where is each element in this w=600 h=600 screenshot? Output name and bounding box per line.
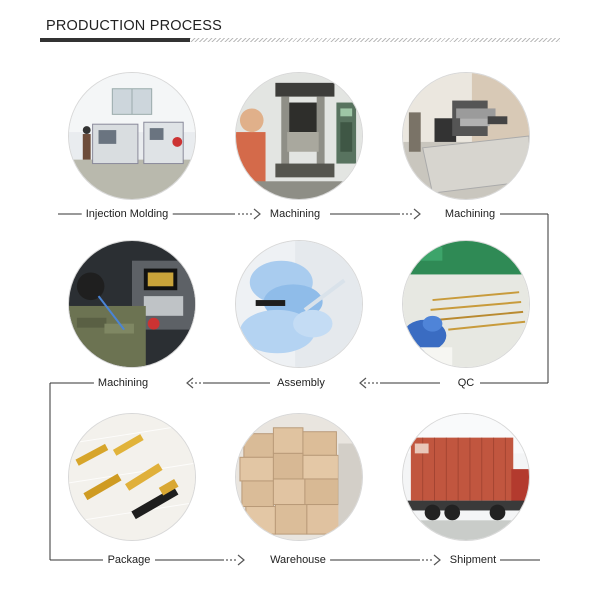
step-label-package: Package — [103, 554, 155, 566]
quality-inspection-photo — [402, 240, 530, 368]
carton-boxes-photo — [235, 413, 363, 541]
header-underline-bar — [40, 38, 190, 42]
step-label-machining-3: Machining — [93, 377, 153, 389]
step-label-warehouse: Warehouse — [266, 554, 330, 566]
step-label-machining-2: Machining — [440, 208, 500, 220]
arrow-right-icon — [413, 208, 421, 220]
step-label-qc: QC — [453, 377, 479, 389]
gloved-assembly-photo — [235, 240, 363, 368]
arrow-right-icon — [253, 208, 261, 220]
step-label-assembly: Assembly — [273, 377, 329, 389]
page-title: PRODUCTION PROCESS — [46, 18, 223, 34]
container-truck-photo — [402, 413, 530, 541]
arrow-right-icon — [433, 554, 441, 566]
cnc-operator-photo — [68, 240, 196, 368]
gold-parts-package-photo — [68, 413, 196, 541]
step-label-machining-1: Machining — [265, 208, 325, 220]
section-header: PRODUCTION PROCESS — [40, 18, 560, 48]
step-label-shipment: Shipment — [445, 554, 501, 566]
header-striped-rule — [190, 38, 560, 42]
factory-floor-photo — [68, 72, 196, 200]
step-label-injection-molding: Injection Molding — [81, 208, 173, 220]
arrow-right-icon — [237, 554, 245, 566]
cutting-machine-photo — [402, 72, 530, 200]
arrow-left-icon — [186, 377, 194, 389]
arrow-left-icon — [359, 377, 367, 389]
press-machine-photo — [235, 72, 363, 200]
